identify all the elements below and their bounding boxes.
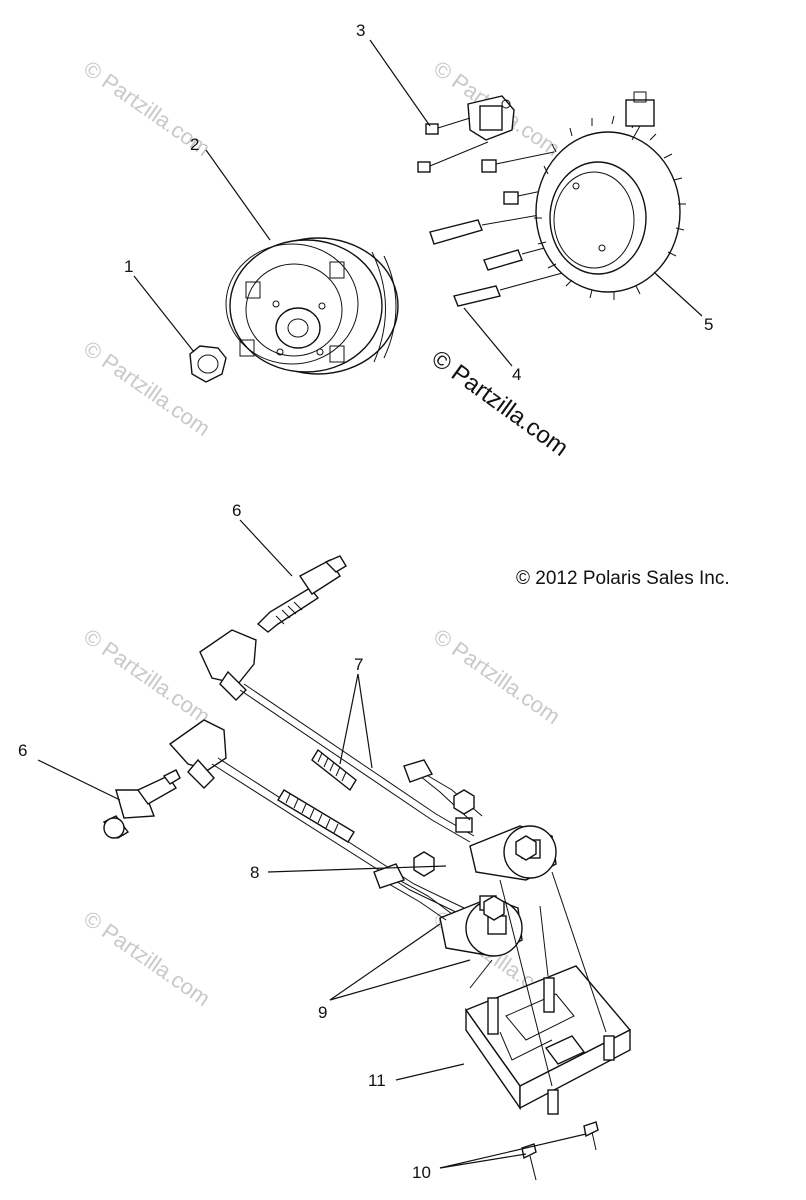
stator-bolts xyxy=(429,151,575,307)
callout-9: 9 xyxy=(318,1003,327,1022)
stator xyxy=(534,91,686,300)
copyright-notice: © 2012 Polaris Sales Inc. xyxy=(516,568,730,589)
coil-bracket xyxy=(464,871,632,1115)
leader-lines xyxy=(37,39,703,1169)
callout-4: 4 xyxy=(512,365,521,384)
watermark: © Partzilla.com xyxy=(79,906,215,1012)
flywheel-nut xyxy=(189,345,227,383)
coil-nuts xyxy=(413,789,537,921)
watermark: © Partzilla.com xyxy=(429,624,565,730)
callout-6-upper: 6 xyxy=(232,501,241,520)
partzilla-watermark: © Partzilla.com xyxy=(426,345,573,462)
spark-plug-upper xyxy=(256,555,347,633)
flywheel xyxy=(225,237,399,375)
callout-8: 8 xyxy=(250,863,259,882)
bracket-screws xyxy=(521,1121,599,1181)
callout-1: 1 xyxy=(124,257,133,276)
pickup-sensor xyxy=(417,95,515,173)
callout-5: 5 xyxy=(704,315,713,334)
callout-11: 11 xyxy=(368,1071,386,1090)
spark-plug-caps xyxy=(168,629,257,789)
callout-10: 10 xyxy=(412,1163,431,1182)
ignition-wires xyxy=(211,683,475,915)
spark-plug-lower xyxy=(102,769,181,839)
watermark: © Partzilla.com xyxy=(79,624,215,730)
callout-6-lower: 6 xyxy=(18,741,27,760)
callout-labels: 1 2 3 4 5 6 6 7 8 9 10 11 xyxy=(18,21,713,1182)
callout-3: 3 xyxy=(356,21,365,40)
callout-7: 7 xyxy=(354,655,363,674)
callout-2: 2 xyxy=(190,135,199,154)
